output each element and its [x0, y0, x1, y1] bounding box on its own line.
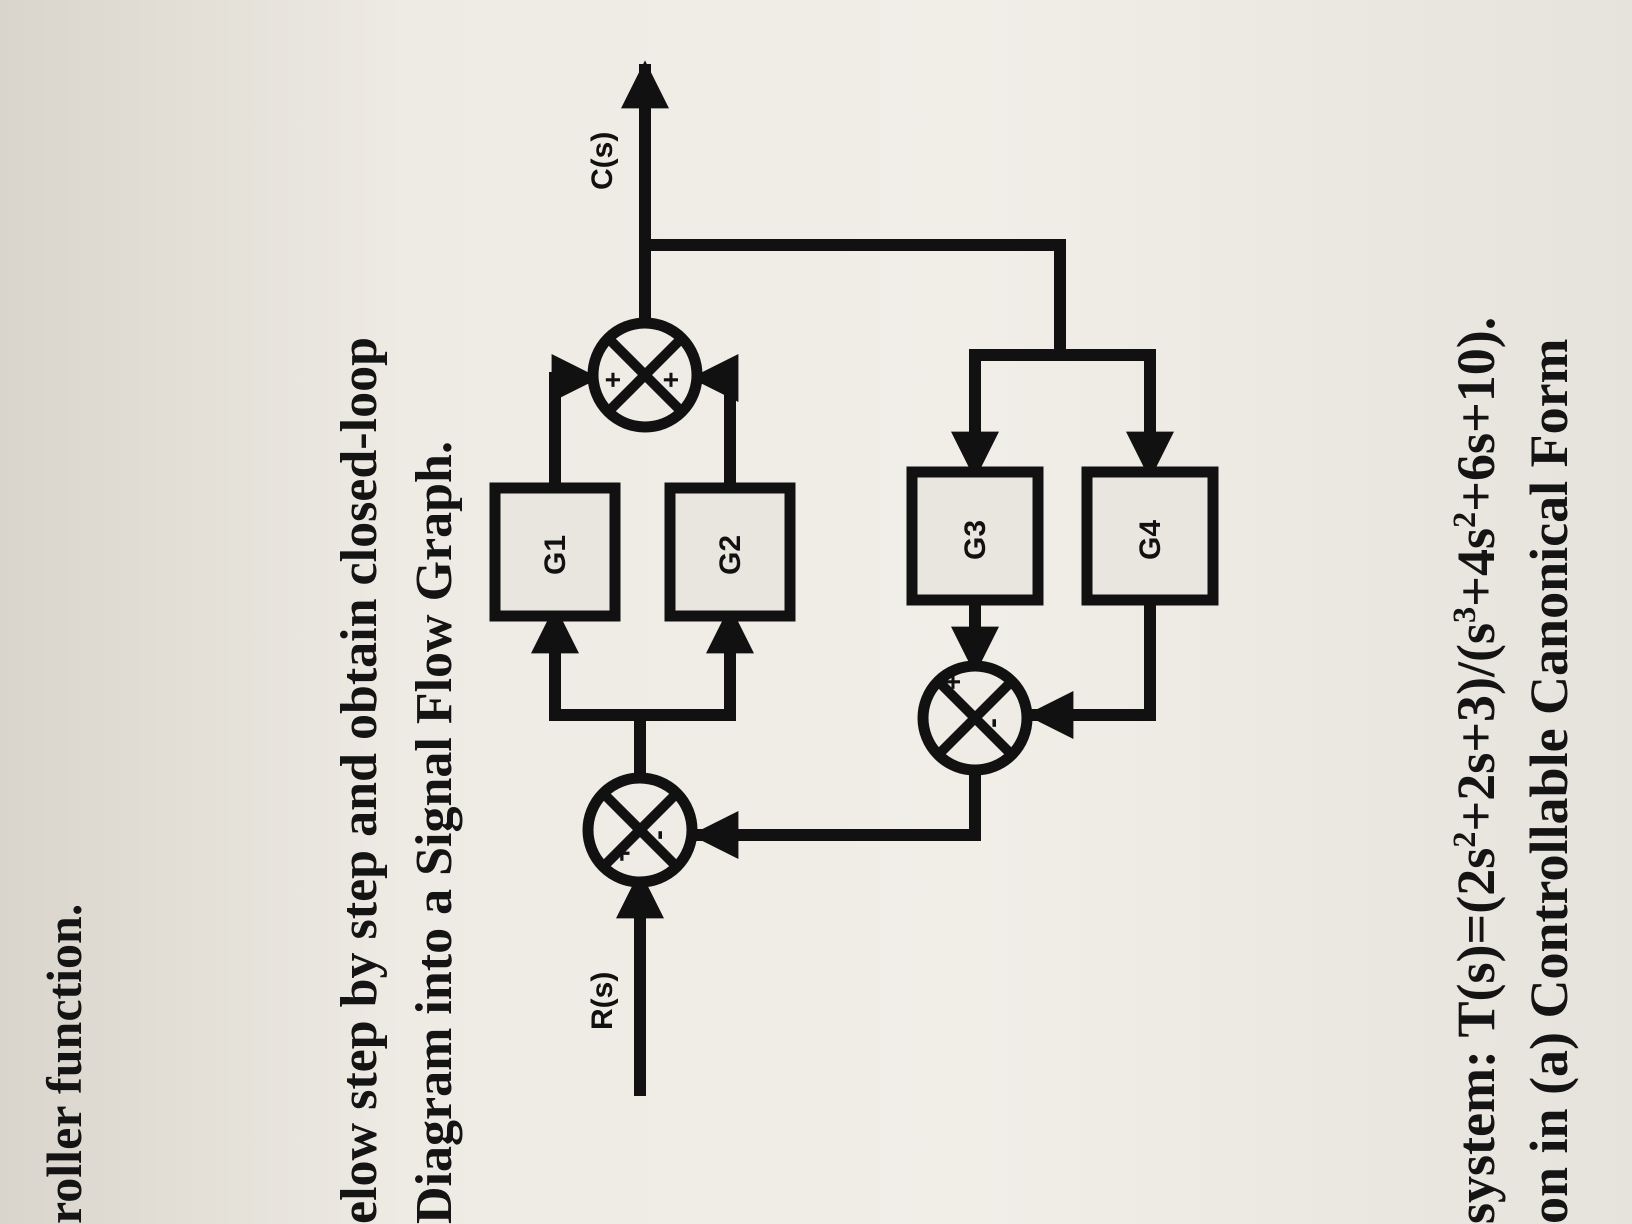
- block-g3: [906, 466, 1044, 606]
- sign-sum1-input: +: [606, 844, 639, 862]
- sign-sum3-a: +: [937, 674, 968, 690]
- output-label: C(s): [586, 132, 619, 190]
- input-label: R(s): [586, 972, 619, 1030]
- block-g4: [1081, 466, 1219, 606]
- label-g2: G2: [714, 535, 747, 575]
- block-g1: [489, 482, 621, 622]
- label-g1: G1: [539, 535, 572, 575]
- sign-sum3-b: -: [976, 718, 1009, 728]
- sign-sum2-b: +: [655, 372, 686, 388]
- label-g4: G4: [1134, 520, 1167, 560]
- sign-sum1-feedback: -: [642, 830, 675, 840]
- block-g2: [664, 482, 796, 622]
- sign-sum2-a: +: [597, 372, 628, 388]
- label-g3: G3: [959, 520, 992, 560]
